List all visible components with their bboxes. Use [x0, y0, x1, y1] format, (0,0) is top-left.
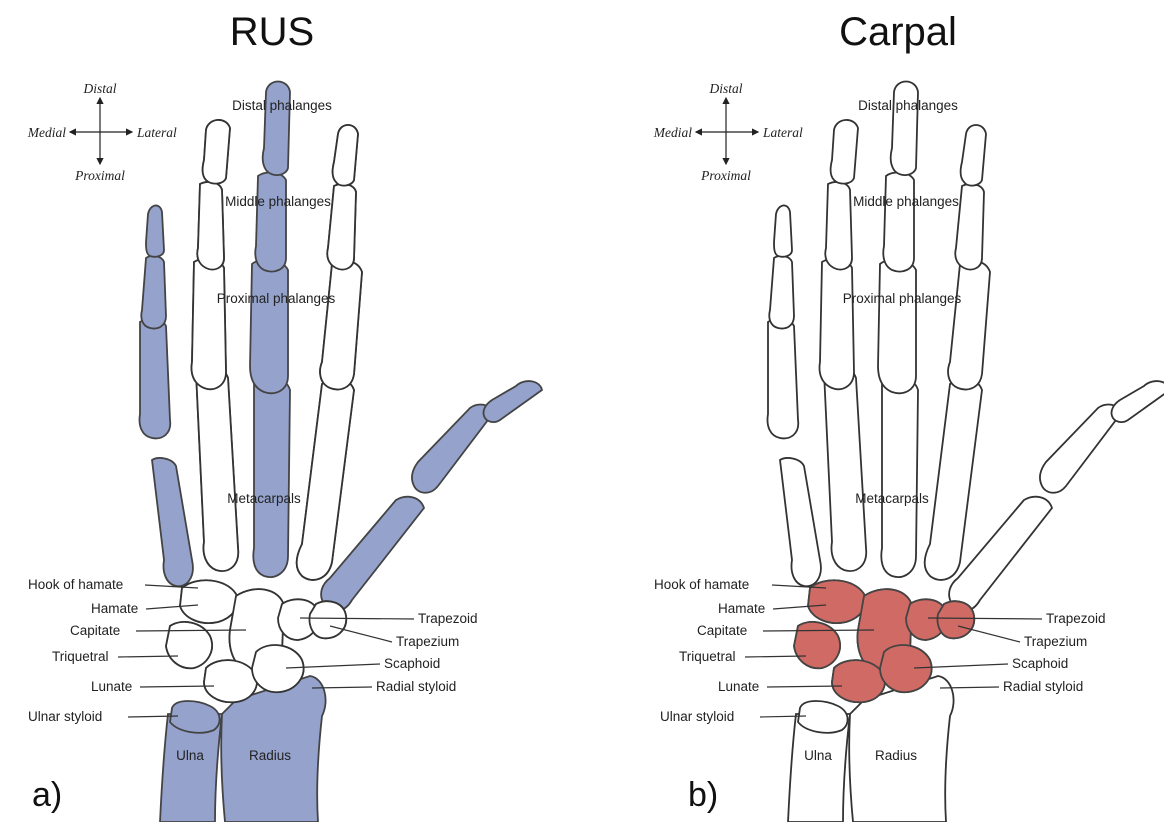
trapezoid-label: Trapezoid [1046, 611, 1106, 626]
orientation-compass-a: Distal Proximal Medial Lateral [27, 81, 177, 183]
ulnar-styloid-label: Ulnar styloid [28, 709, 102, 724]
triquetral-label: Triquetral [52, 649, 109, 664]
medial-label: Medial [27, 125, 66, 140]
trapezium-label: Trapezium [396, 634, 459, 649]
lateral-label: Lateral [136, 125, 177, 140]
middle-phalanges-label: Middle phalanges [225, 194, 331, 209]
hook-of-hamate-label: Hook of hamate [654, 577, 749, 592]
orientation-compass-b: Distal Proximal Medial Lateral [653, 81, 803, 183]
metacarpals-label: Metacarpals [855, 491, 929, 506]
capitate-label: Capitate [697, 623, 747, 638]
hook-of-hamate-label: Hook of hamate [28, 577, 123, 592]
triquetral-label: Triquetral [679, 649, 736, 664]
distal-label: Distal [708, 81, 742, 96]
metacarpals-label: Metacarpals [227, 491, 301, 506]
hamate-label: Hamate [91, 601, 138, 616]
radius-label: Radius [875, 748, 917, 763]
trapezium-label: Trapezium [1024, 634, 1087, 649]
lunate-label: Lunate [91, 679, 132, 694]
scaphoid-label: Scaphoid [1012, 656, 1068, 671]
middle-phalanges-label: Middle phalanges [853, 194, 959, 209]
ulnar-styloid-label: Ulnar styloid [660, 709, 734, 724]
ulna-label: Ulna [176, 748, 204, 763]
distal-label: Distal [82, 81, 116, 96]
medial-label: Medial [653, 125, 692, 140]
distal-phalanges-label: Distal phalanges [232, 98, 332, 113]
ulna-label: Ulna [804, 748, 832, 763]
radial-styloid-label: Radial styloid [376, 679, 456, 694]
proximal-phalanges-label: Proximal phalanges [843, 291, 962, 306]
radial-styloid-label: Radial styloid [1003, 679, 1083, 694]
lunate-label: Lunate [718, 679, 759, 694]
distal-phalanges-label: Distal phalanges [858, 98, 958, 113]
proximal-label: Proximal [700, 168, 751, 183]
proximal-label: Proximal [74, 168, 125, 183]
hamate-label: Hamate [718, 601, 765, 616]
trapezoid-label: Trapezoid [418, 611, 478, 626]
radius-label: Radius [249, 748, 291, 763]
scaphoid-label: Scaphoid [384, 656, 440, 671]
lateral-label: Lateral [762, 125, 803, 140]
proximal-phalanges-label: Proximal phalanges [217, 291, 336, 306]
capitate-label: Capitate [70, 623, 120, 638]
panel-b-hand [768, 82, 1164, 822]
